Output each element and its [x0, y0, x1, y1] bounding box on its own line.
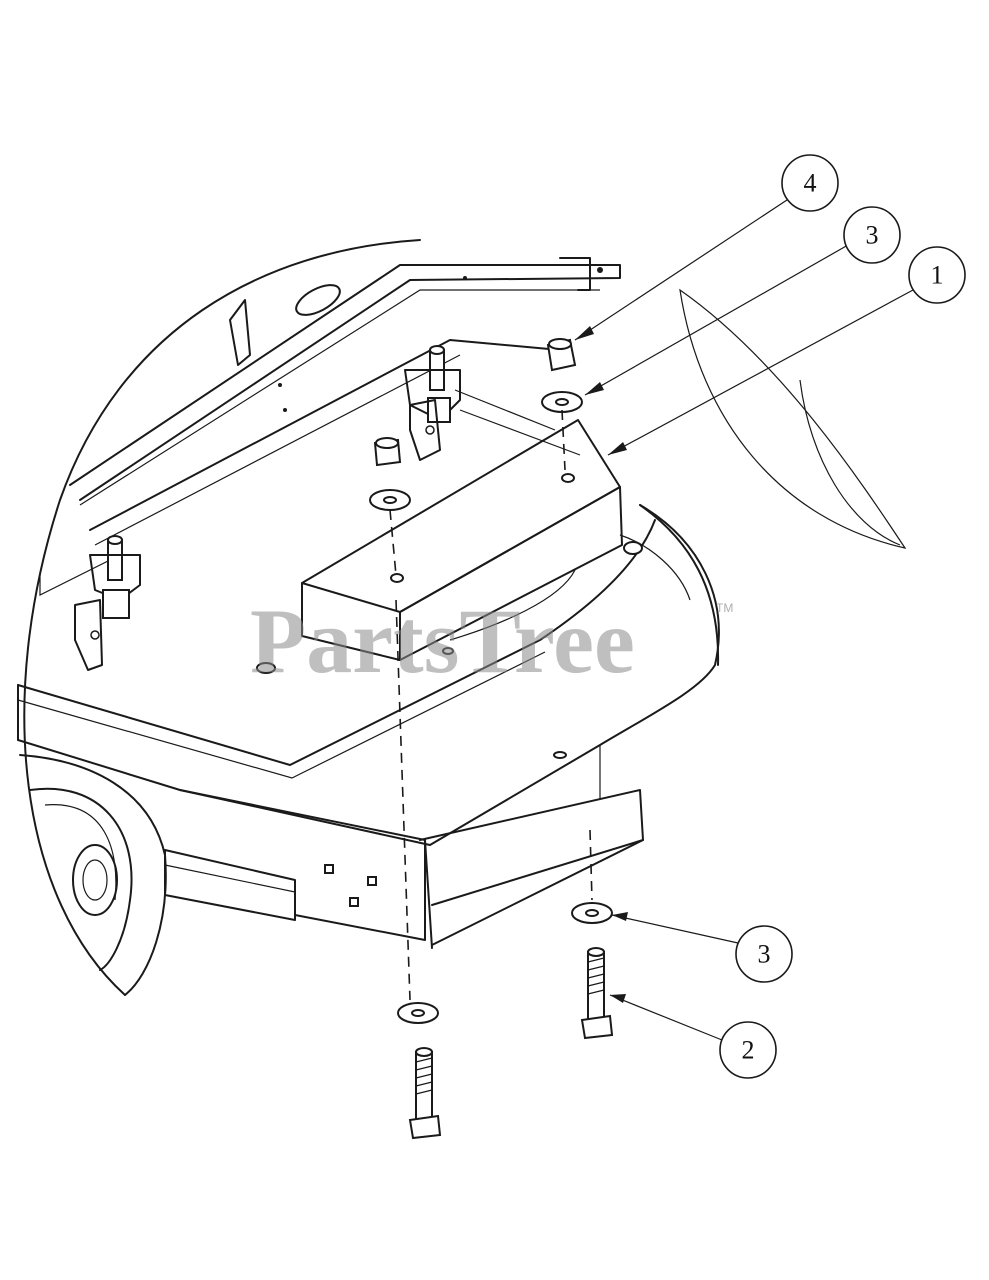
mower-deck: [17, 409, 720, 846]
left-pin-bracket: [74, 535, 141, 671]
assembly-lines: [389, 409, 593, 1001]
leader-lines: [574, 197, 914, 1041]
bolt-right[interactable]: [580, 947, 614, 1040]
bolt-left[interactable]: [408, 1047, 442, 1140]
nut-top-left[interactable]: [373, 437, 402, 467]
callout-1[interactable]: 1: [908, 246, 966, 304]
callout-number: 2: [742, 1036, 755, 1065]
watermark-trademark: TM: [716, 601, 733, 615]
washer-bottom-left[interactable]: [397, 1002, 439, 1024]
rear-frame: [69, 257, 621, 546]
callout-3-top[interactable]: 3: [843, 206, 901, 264]
deck-skirt: [164, 745, 644, 949]
side-detail-lens: [679, 288, 907, 549]
callout-number: 3: [866, 221, 879, 250]
right-pin-bracket: [404, 345, 556, 461]
washer-top-left[interactable]: [369, 489, 411, 511]
washer-bottom-right[interactable]: [571, 902, 613, 924]
wheel: [19, 754, 167, 996]
detail-view-boundary: [23, 239, 421, 996]
weight-block[interactable]: [301, 419, 623, 661]
callout-3-bottom[interactable]: 3: [735, 925, 793, 983]
washer-top-right[interactable]: [541, 391, 583, 413]
callout-number: 4: [804, 169, 817, 198]
callout-2[interactable]: 2: [719, 1021, 777, 1079]
callout-number: 3: [758, 940, 771, 969]
callout-number: 1: [931, 261, 944, 290]
callout-4[interactable]: 4: [781, 154, 839, 212]
nut-top-right[interactable]: [546, 338, 577, 372]
watermark-logo: PartsTree: [250, 590, 635, 692]
